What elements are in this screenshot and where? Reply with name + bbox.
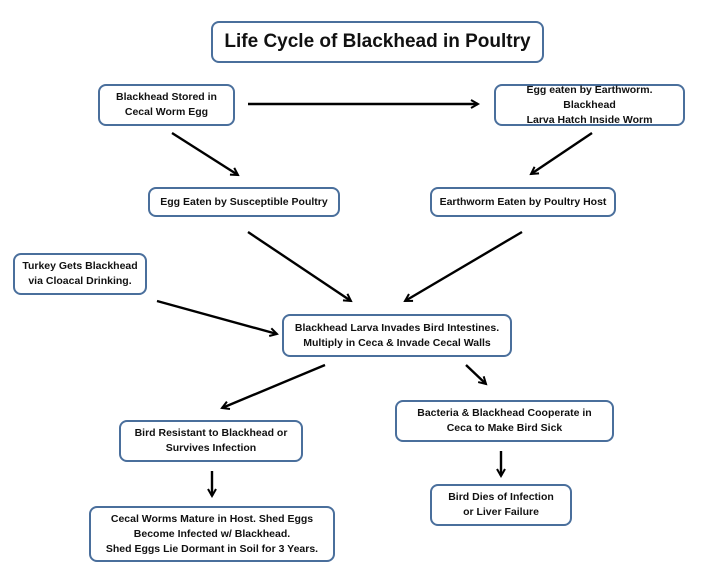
arrow-host-to-larva — [405, 230, 523, 303]
node-larva-invades-intestines: Blackhead Larva Invades Bird Intestines.… — [282, 314, 512, 357]
node-bird-resistant: Bird Resistant to Blackhead or Survives … — [119, 420, 303, 462]
node-earthworm-eaten-by-host: Earthworm Eaten by Poultry Host — [430, 187, 616, 217]
arrow-earthworm-to-host — [531, 132, 593, 174]
arrow-poultry-to-larva — [247, 231, 351, 301]
diagram-title: Life Cycle of Blackhead in Poultry — [211, 21, 544, 63]
arrow-stored-to-poultry — [171, 131, 238, 175]
arrow-turkey-to-larva — [156, 299, 277, 334]
node-bacteria-cooperate: Bacteria & Blackhead Cooperate in Ceca t… — [395, 400, 614, 442]
node-cecal-worms-mature: Cecal Worms Mature in Host. Shed Eggs Be… — [89, 506, 335, 562]
node-egg-eaten-by-poultry: Egg Eaten by Susceptible Poultry — [148, 187, 340, 217]
arrow-larva-to-resistant — [222, 363, 326, 408]
node-bird-dies: Bird Dies of Infection or Liver Failure — [430, 484, 572, 526]
node-stored-egg: Blackhead Stored in Cecal Worm Egg — [98, 84, 235, 126]
arrow-larva-to-bacteria — [465, 364, 486, 384]
node-egg-eaten-by-earthworm: Egg eaten by Earthworm. Blackhead Larva … — [494, 84, 685, 126]
node-turkey-cloacal-drinking: Turkey Gets Blackhead via Cloacal Drinki… — [13, 253, 147, 295]
